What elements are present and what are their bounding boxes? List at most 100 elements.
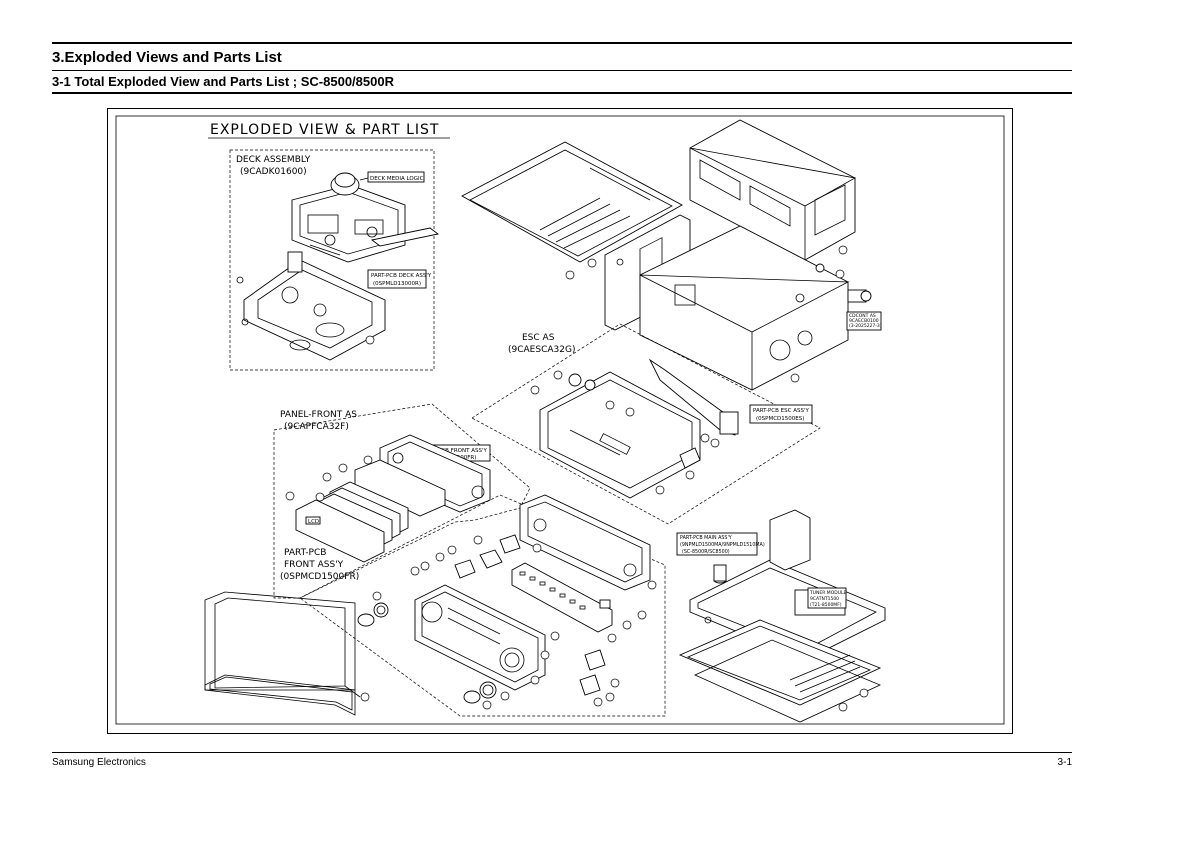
part-pcb-main-name: PART-PCB MAIN ASS'Y — [680, 535, 732, 541]
part-callout-circle-icon — [838, 702, 848, 712]
part-callout-circle-icon — [315, 492, 325, 502]
footer-rule — [52, 752, 1072, 753]
header-rule-bottom — [52, 92, 1072, 94]
part-callout-circle-icon — [700, 433, 710, 443]
cd-connector-drawing — [815, 263, 872, 303]
part-callout-circle-icon — [610, 678, 620, 688]
front-panel-outline — [299, 494, 666, 717]
deck-assembly-code: (9CADK01600) — [240, 167, 307, 177]
part-pcb-main-box — [676, 532, 758, 556]
panel-front-name: PANEL-FRONT AS — [280, 410, 357, 420]
bottom-cover-drawing — [678, 619, 882, 723]
esc-as-name: ESC AS — [522, 333, 555, 343]
lcd-label: LCD — [308, 519, 319, 525]
part-callout-circle-icon — [532, 543, 542, 553]
deck-media-logic-box — [367, 171, 425, 183]
part-callout-circle-icon — [435, 552, 445, 562]
part-callout-circle-icon — [372, 591, 382, 601]
part-callout-circle-icon — [553, 370, 563, 380]
part-callout-circle-icon — [790, 373, 800, 383]
diagram-frame — [107, 108, 1013, 734]
esc-chassis-drawing — [530, 358, 739, 499]
part-pcb-front-box-name: PART-PCB FRONT ASS'Y — [423, 448, 487, 454]
tuner-module-line1: TUNER MODULE — [809, 590, 846, 596]
part-callout-circle-icon — [360, 692, 370, 702]
tuner-module-line2: 9CATNT1500 — [810, 596, 839, 602]
part-callout-circle-icon — [482, 700, 492, 710]
deck-chassis-drawing — [236, 251, 386, 361]
knobs-drawing — [357, 591, 510, 710]
part-pcb-esc-code: (0SPMCD1500ES) — [756, 416, 804, 422]
diagram-title: EXPLODED VIEW & PART LIST — [210, 122, 439, 138]
lcd-box — [305, 516, 321, 525]
part-callout-circle-icon — [622, 620, 632, 630]
cd-connector-box — [846, 311, 882, 331]
part-callout-circle-icon — [285, 491, 295, 501]
part-callout-circle-icon — [838, 245, 848, 255]
header-rule-top — [52, 42, 1072, 44]
subsection-title: 3-1 Total Exploded View and Parts List ;… — [52, 74, 394, 89]
lcd-stack-drawing — [285, 463, 409, 563]
panel-front-code: (9CAPFCA32F) — [284, 422, 349, 432]
part-callout-circle-icon — [550, 631, 560, 641]
front-chassis-drawing — [519, 494, 657, 591]
front-bezel-drawing — [204, 591, 370, 716]
cd-connector-line1: CDCONT AS — [849, 313, 876, 319]
esc-as-outline — [471, 323, 821, 525]
part-callout-circle-icon — [540, 650, 550, 660]
part-callout-circle-icon — [420, 561, 430, 571]
part-callout-circle-icon — [835, 269, 845, 279]
part-callout-circle-icon — [637, 610, 647, 620]
part-callout-circle-icon — [338, 463, 348, 473]
front-pcb-drawing — [354, 434, 491, 517]
header-rule-middle — [52, 70, 1072, 71]
top-cover-drawing — [461, 141, 683, 280]
part-pcb-main-code: (9NPMLD1500MA/9NPMLD1510MA) — [680, 542, 765, 548]
part-pcb-deck-name: PART-PCB DECK ASS'Y — [371, 273, 432, 279]
part-callout-circle-icon — [655, 485, 665, 495]
part-callout-circle-icon — [410, 566, 420, 576]
main-chassis-drawing — [639, 225, 850, 391]
deck-assembly-name: DECK ASSEMBLY — [236, 155, 311, 165]
part-callout-circle-icon — [859, 688, 869, 698]
part-callout-circle-icon — [500, 691, 510, 701]
deck-assembly-outline — [229, 149, 435, 371]
part-pcb-esc-box — [749, 404, 813, 424]
deck-media-logic-label: DECK MEDIA LOGIC — [370, 176, 424, 182]
part-callout-circle-icon — [605, 400, 615, 410]
small-parts-drawing — [410, 534, 647, 707]
part-callout-circle-icon — [587, 258, 597, 268]
part-callout-circle-icon — [322, 472, 332, 482]
part-callout-circle-icon — [363, 455, 373, 465]
diagram-inner-frame — [115, 115, 1005, 725]
part-callout-circle-icon — [685, 470, 695, 480]
front-panel-drawing — [414, 584, 546, 691]
part-callout-circle-icon — [447, 545, 457, 555]
part-callout-circle-icon — [607, 633, 617, 643]
cd-connector-line3: (3-2025227-3) — [849, 323, 882, 329]
button-strip-drawing — [511, 562, 617, 643]
part-callout-circle-icon — [473, 535, 483, 545]
footer-page-number: 3-1 — [1057, 757, 1072, 768]
part-pcb-front-label-line1: PART-PCB — [284, 548, 326, 558]
deck-pcb-strip — [370, 227, 440, 247]
part-callout-circle-icon — [647, 580, 657, 590]
footer-company: Samsung Electronics — [52, 757, 146, 768]
tuner-module-line3: (T21-8500MF) — [810, 602, 842, 608]
part-pcb-esc-name: PART-PCB ESC ASS'Y — [753, 408, 809, 414]
part-callout-circle-icon — [710, 438, 720, 448]
part-callout-circle-icon — [530, 385, 540, 395]
cage-drawing — [689, 119, 857, 261]
part-callout-circle-icon — [365, 335, 375, 345]
esc-as-code: (9CAESCA32G) — [508, 345, 575, 355]
part-callout-circle-icon — [530, 675, 540, 685]
part-pcb-deck-code: (0SPMLD13000R) — [373, 281, 421, 287]
part-callout-circle-icon — [605, 692, 615, 702]
part-callout-circle-icon — [565, 270, 575, 280]
cd-connector-line2: 9CAECB0100 — [849, 318, 879, 324]
part-callout-circle-icon — [625, 407, 635, 417]
section-title: 3.Exploded Views and Parts List — [52, 49, 282, 66]
tuner-module-box — [807, 587, 847, 609]
part-pcb-front-label-code: (0SPMCD1500FR) — [280, 572, 359, 582]
